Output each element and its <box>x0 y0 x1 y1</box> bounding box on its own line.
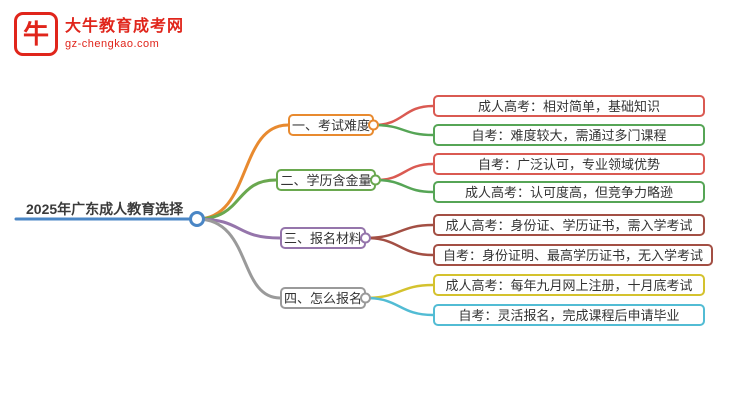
leaf-label: 自考：身份证明、最高学历证书，无入学考试 <box>443 247 704 263</box>
link-branch4-leaf2 <box>364 296 435 317</box>
link-branch2-leaf1 <box>374 162 435 182</box>
leaf-label: 成人高考：相对简单，基础知识 <box>477 98 660 114</box>
branch-label: 二、学历含金量 <box>280 172 372 188</box>
branch-degree-value[interactable]: 二、学历含金量 <box>276 169 381 191</box>
leaf-zikao-materials[interactable]: 自考：身份证明、最高学历证书，无入学考试 <box>433 244 714 266</box>
link-root-branch-2 <box>195 178 278 221</box>
branch-node-handle[interactable] <box>360 292 371 304</box>
logo-subtitle: gz-chengkao.com <box>65 37 160 50</box>
logo-title: 大牛教育成考网 <box>65 17 185 35</box>
leaf-label: 自考：难度较大，需通过多门课程 <box>471 127 667 143</box>
leaf-label: 自考：灵活报名，完成课程后申请毕业 <box>458 307 680 323</box>
branch-node-handle[interactable] <box>370 174 381 186</box>
leaf-zikao-register[interactable]: 自考：灵活报名，完成课程后申请毕业 <box>433 304 705 326</box>
link-root-branch-4 <box>195 217 282 300</box>
leaf-label: 自考：广泛认可，专业领域优势 <box>477 156 660 172</box>
leaf-label: 成人高考：每年九月网上注册，十月底考试 <box>445 277 693 293</box>
branch-label: 一、考试难度 <box>292 117 371 133</box>
leaf-label: 成人高考：身份证、学历证书，需入学考试 <box>445 217 693 233</box>
branch-label: 三、报名材料 <box>284 230 363 246</box>
site-logo: 牛 大牛教育成考网 gz-chengkao.com <box>14 12 184 56</box>
root-topic-label[interactable]: 2025年广东成人教育选择 <box>26 201 184 217</box>
bull-logo-icon: 牛 <box>14 12 58 56</box>
leaf-chengkao-recognition[interactable]: 成人高考：认可度高，但竞争力略逊 <box>433 181 705 203</box>
branch-registration-materials[interactable]: 三、报名材料 <box>280 227 371 249</box>
branch-node-handle[interactable] <box>368 119 379 131</box>
leaf-chengkao-simple[interactable]: 成人高考：相对简单，基础知识 <box>433 95 705 117</box>
branch-exam-difficulty[interactable]: 一、考试难度 <box>288 114 379 136</box>
link-branch2-leaf2 <box>374 178 435 194</box>
link-branch4-leaf1 <box>364 283 435 300</box>
leaf-chengkao-materials[interactable]: 成人高考：身份证、学历证书，需入学考试 <box>433 214 705 236</box>
branch-label: 四、怎么报名 <box>284 290 363 306</box>
link-branch3-leaf2 <box>364 236 435 257</box>
logo-text: 大牛教育成考网 gz-chengkao.com <box>65 17 184 51</box>
bull-glyph: 牛 <box>22 19 49 49</box>
link-root-branch-1 <box>195 123 290 221</box>
leaf-label: 成人高考：认可度高，但竞争力略逊 <box>464 184 673 200</box>
link-branch1-leaf2 <box>372 123 435 137</box>
root-node-handle[interactable] <box>189 211 205 227</box>
leaf-zikao-recognition[interactable]: 自考：广泛认可，专业领域优势 <box>433 153 705 175</box>
leaf-zikao-difficult[interactable]: 自考：难度较大，需通过多门课程 <box>433 124 705 146</box>
link-branch3-leaf1 <box>364 223 435 240</box>
branch-how-to-register[interactable]: 四、怎么报名 <box>280 287 371 309</box>
branch-node-handle[interactable] <box>360 232 371 244</box>
link-branch1-leaf1 <box>372 104 435 127</box>
leaf-chengkao-register[interactable]: 成人高考：每年九月网上注册，十月底考试 <box>433 274 705 296</box>
